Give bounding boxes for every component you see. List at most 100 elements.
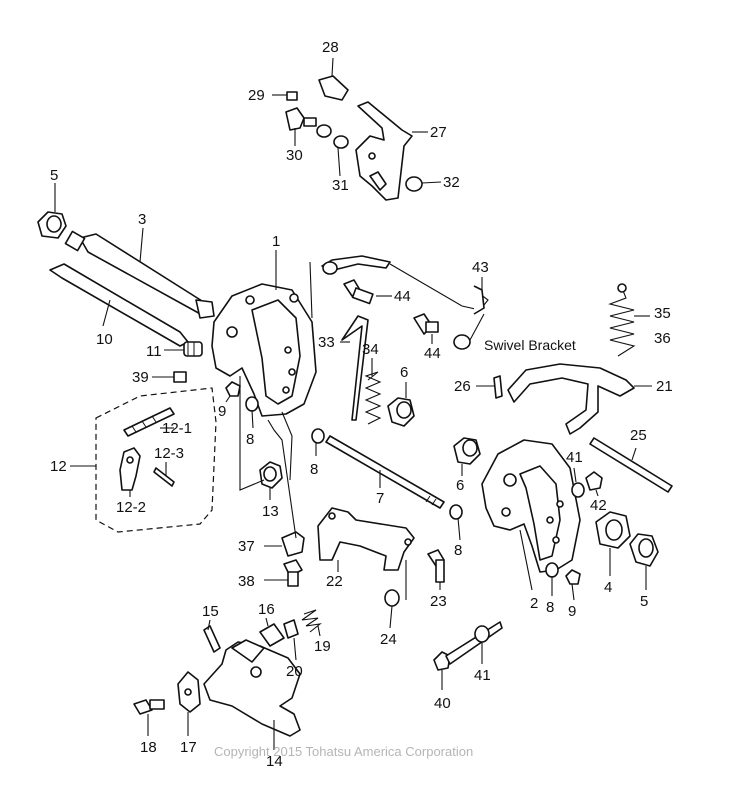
label-8-left: 8 [246,431,254,448]
part-8-washer-mid [311,428,325,456]
label-3: 3 [138,211,146,228]
label-43: 43 [472,259,489,276]
part-27-bracket [355,101,413,201]
part-12-2-lever [119,447,141,497]
label-5-left: 5 [50,167,58,184]
part-21-arm [507,363,652,435]
part-34-spring [364,358,382,425]
part-12-3-pin [153,462,175,487]
label-26: 26 [454,378,471,395]
leader-lines-left [239,376,297,539]
label-12: 12 [50,458,67,475]
label-6-lower: 6 [456,477,464,494]
part-23-bolt [427,549,445,590]
label-44-upper: 44 [394,288,411,305]
part-3-shaft [64,227,215,319]
part-5-nut-left [37,183,67,239]
callout-labels: 28 29 27 30 31 32 5 3 1 43 44 44 35 36 1… [50,39,673,770]
label-24: 24 [380,631,397,648]
part-12-1-rod [123,407,175,437]
label-9-right: 9 [568,603,576,620]
label-35: 35 [654,305,671,322]
part-2-stern-bracket [481,439,581,591]
label-19: 19 [314,638,331,655]
label-32: 32 [443,174,460,191]
label-36: 36 [654,330,671,347]
part-22-bracket [317,507,415,600]
swivel-bracket-label: Swivel Bracket [484,337,576,353]
label-14: 14 [266,753,283,770]
part-6-bushing-lower [453,437,481,476]
label-7: 7 [376,490,384,507]
part-43-link [321,255,489,350]
part-18-bolt [133,699,165,736]
label-33: 33 [318,334,335,351]
label-29: 29 [248,87,265,104]
label-15: 15 [202,603,219,620]
part-42-nut [585,471,603,497]
part-20-clip [283,619,299,661]
part-6-bushing-upper [387,382,415,427]
part-44-bolt-lower [413,313,439,344]
label-17: 17 [180,739,197,756]
label-40: 40 [434,695,451,712]
part-9-nut-left [225,381,241,403]
part-11-bushing [164,341,203,357]
label-44-lower: 44 [424,345,441,362]
label-18: 18 [140,739,157,756]
label-23: 23 [430,593,447,610]
copyright-watermark: Copyright 2015 Tohatsu America Corporati… [214,744,473,759]
label-8-right: 8 [454,542,462,559]
label-12-2: 12-2 [116,499,146,516]
label-42: 42 [590,497,607,514]
label-41-lower: 41 [474,667,491,684]
part-5-nut-right [629,533,659,590]
label-38: 38 [238,573,255,590]
label-2: 2 [530,595,538,612]
label-27: 27 [430,124,447,141]
label-6-upper: 6 [400,364,408,381]
part-32-washer [405,176,442,192]
part-31-washers [316,124,349,149]
label-28: 28 [322,39,339,56]
label-16: 16 [258,601,275,618]
label-12-3: 12-3 [154,445,184,462]
part-16-bushing [259,617,285,647]
part-38-bolt [264,559,303,587]
part-8-washer-lower-right [545,562,559,596]
label-34: 34 [362,341,379,358]
label-21: 21 [656,378,673,395]
part-14-base [203,639,301,750]
part-41-washer-upper [571,467,585,498]
part-9-nut-right [565,569,581,601]
part-8-washer-right [449,504,463,541]
part-26-clip [476,375,503,399]
label-20: 20 [286,663,303,680]
part-40-bolt [433,621,503,690]
label-9-left: 9 [218,403,226,420]
part-30-bolt [285,107,317,131]
group-12-dashed-box [70,387,217,533]
label-11: 11 [146,343,162,360]
part-19-spring [301,609,322,637]
part-17-plate [177,671,201,736]
part-41-washer-lower [474,625,490,664]
label-13: 13 [262,503,279,520]
part-28-plate [318,75,349,101]
label-41-upper: 41 [566,449,583,466]
label-22: 22 [326,573,343,590]
label-30: 30 [286,147,303,164]
part-44-bolt-upper [343,279,392,305]
part-13-bushing [259,461,283,500]
part-29-screw [272,91,298,101]
label-31: 31 [332,177,349,194]
part-33-rod [340,315,369,421]
label-8-lower-right: 8 [546,599,554,616]
part-24-washer [384,589,400,629]
label-10: 10 [96,331,113,348]
label-12-1: 12-1 [162,420,192,437]
label-1: 1 [272,233,280,250]
part-4-nut [595,511,631,576]
part-35-36-spring [608,283,650,357]
